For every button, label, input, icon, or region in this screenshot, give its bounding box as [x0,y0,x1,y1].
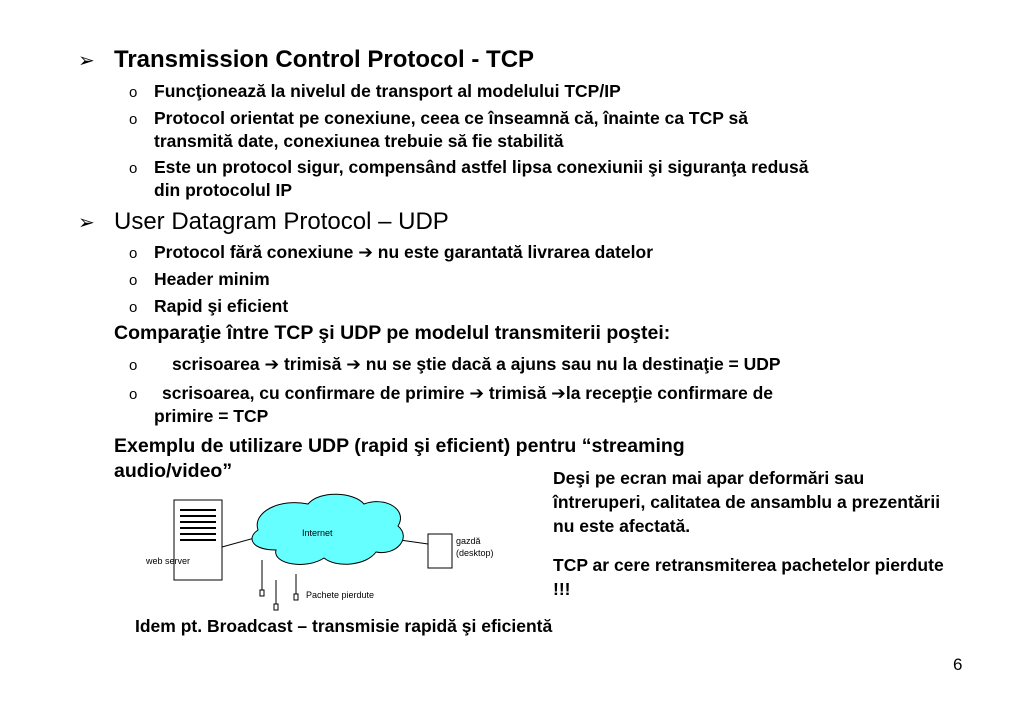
tcp-item-2-marker: o [129,111,138,128]
comparison-title: Comparaţie între TCP şi UDP pe modelul t… [114,322,671,344]
arrow-right-icon: ➔ [346,354,361,374]
arrow-right-icon: ➔ [264,354,280,374]
tcp-item-1: Funcţionează la nivelul de transport al … [154,81,621,101]
lost-packets-label: Pachete pierdute [306,590,374,600]
comparison-item-2-line-2: primire = TCP [154,406,269,426]
tcp-item-2-line-1: Protocol orientat pe conexiune, ceea ce … [154,108,748,128]
link-internet-host [399,539,429,545]
tcp-item-2-line-2: transmită date, conexiunea trebuie să fi… [154,131,564,151]
udp-item-1-marker: o [129,245,138,262]
tcp-title: Transmission Control Protocol - TCP [114,46,535,73]
host-label-line-1: gazdă [456,536,481,546]
internet-cloud-icon [251,493,404,565]
tcp-item-3-line-2: din protocolul IP [154,180,293,200]
comparison-item-1: scrisoarea ➔ trimisă ➔ nu se ştie dacă a… [172,354,781,374]
udp-item-3: Rapid şi eficient [154,296,289,316]
udp-bullet: ➢ [78,212,95,234]
udp-title: User Datagram Protocol – UDP [114,208,449,235]
tcp-item-1-marker: o [129,84,138,101]
desktop-host-icon [427,533,453,569]
note-tcp-retransmit: TCP ar cere retransmiterea pachetelor pi… [553,555,944,599]
lost-packet-icon [273,580,279,611]
host-label-line-2: (desktop) [456,548,494,558]
page-number: 6 [953,655,963,674]
udp-item-1: Protocol fără conexiune ➔ nu este garant… [154,242,654,262]
comparison-item-1-marker: o [129,357,138,374]
arrow-right-icon: ➔ [358,242,373,262]
tcp-item-3-marker: o [129,160,138,177]
udp-streaming-diagram: web server Internet gazdă (desktop) Pach… [145,493,494,611]
arrow-right-icon: ➔ [469,383,485,403]
example-line-1: Exemplu de utilizare UDP (rapid şi efici… [114,435,685,457]
broadcast-note: Idem pt. Broadcast – transmisie rapidă ş… [135,616,553,636]
comparison-item-2-line-1: scrisoarea, cu confirmare de primire ➔ t… [162,383,774,403]
note-display-quality: Deşi pe ecran mai apar deformări sau înt… [553,468,941,536]
lost-packet-icon [259,560,265,597]
tcp-bullet: ➢ [78,50,95,72]
tcp-item-3-line-1: Este un protocol sigur, compensând astfe… [154,157,809,177]
comparison-item-2-marker: o [129,386,138,403]
udp-item-2: Header minim [154,269,270,289]
lost-packet-icon [293,574,299,601]
udp-item-3-marker: o [129,299,138,316]
internet-label: Internet [302,528,333,538]
arrow-right-icon: ➔ [551,383,566,403]
udp-item-2-marker: o [129,272,138,289]
example-line-2: audio/video” [114,460,233,482]
web-server-label: web server [145,556,190,566]
web-server-icon [173,499,223,581]
